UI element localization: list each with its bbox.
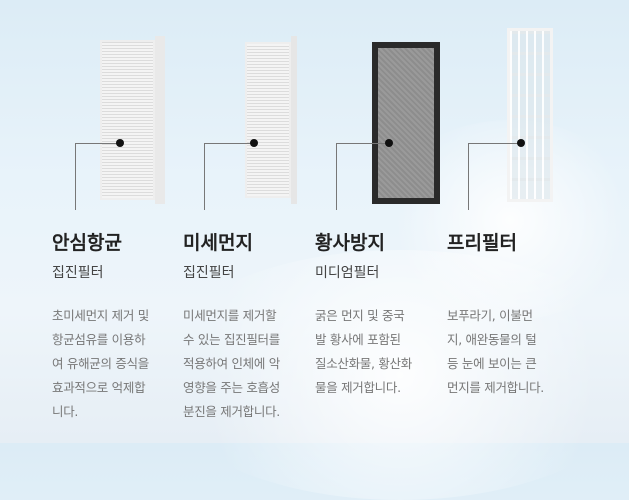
callout-line — [75, 143, 76, 210]
filter-subtitle: 집진필터 — [183, 265, 235, 281]
callout-line — [336, 143, 389, 144]
filter-info-yellow-dust: 황사방지 미디엄필터 굵은 먼지 및 중국 발 황사에 포함된 질소산화물, 황… — [315, 228, 445, 400]
callout-line — [204, 143, 205, 210]
callout-line — [468, 143, 469, 210]
filter-title: 미세먼지 — [183, 232, 253, 254]
callout-line — [468, 143, 521, 144]
callout-line — [336, 143, 337, 210]
filter-title: 안심항균 — [52, 232, 122, 254]
filter-description: 보푸라기, 이불먼 지, 애완동물의 털 등 눈에 보이는 큰 먼지를 제거합니… — [447, 308, 544, 395]
pre-filter-image — [507, 28, 553, 202]
callout-dot — [517, 139, 525, 147]
callout-dot — [385, 139, 393, 147]
filter-description: 초미세먼지 제거 및 항균섬유를 이용하 여 유해균의 증식을 효과적으로 억제… — [52, 308, 149, 419]
filter-subtitle: 미디엄필터 — [315, 265, 380, 281]
yellow-dust-filter-image — [372, 42, 440, 204]
filter-subtitle — [447, 262, 577, 282]
filter-info-pre-filter: 프리필터 보푸라기, 이불먼 지, 애완동물의 털 등 눈에 보이는 큰 먼지를… — [447, 228, 577, 400]
filter-info-antibacterial: 안심항균 집진필터 초미세먼지 제거 및 항균섬유를 이용하 여 유해균의 증식… — [52, 228, 182, 424]
antibacterial-filter-image — [100, 36, 165, 204]
filter-title: 황사방지 — [315, 232, 385, 254]
filter-description: 미세먼지를 제거할 수 있는 집진필터를 적용하여 인체에 악 영향을 주는 호… — [183, 308, 280, 419]
callout-line — [204, 143, 254, 144]
filter-subtitle: 집진필터 — [52, 265, 104, 281]
filter-title: 프리필터 — [447, 232, 517, 254]
fine-dust-filter-image — [245, 36, 297, 204]
filter-description: 굵은 먼지 및 중국 발 황사에 포함된 질소산화물, 황산화 물을 제거합니다… — [315, 308, 412, 395]
callout-line — [75, 143, 120, 144]
callout-dot — [250, 139, 258, 147]
callout-dot — [116, 139, 124, 147]
filter-info-fine-dust: 미세먼지 집진필터 미세먼지를 제거할 수 있는 집진필터를 적용하여 인체에 … — [183, 228, 313, 424]
